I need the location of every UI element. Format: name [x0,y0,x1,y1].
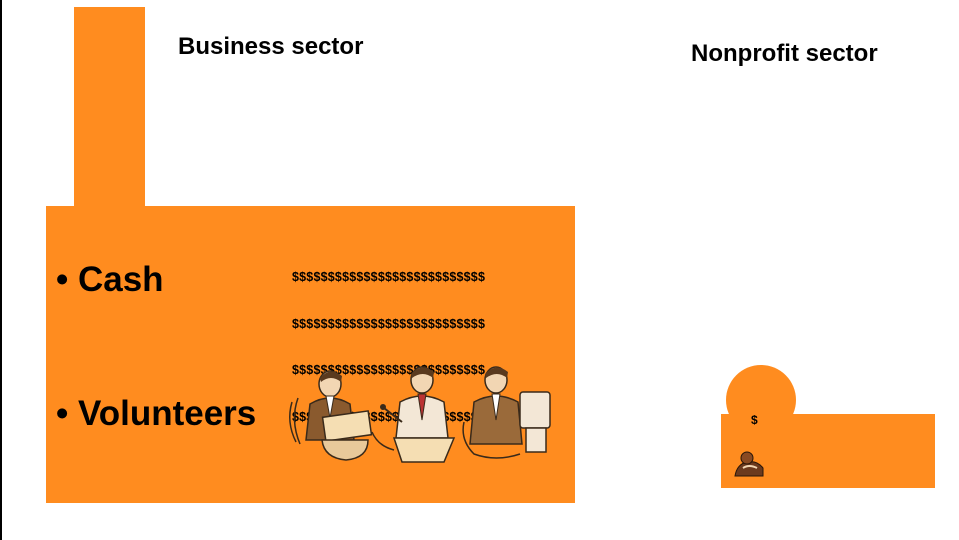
volunteer-figures [289,366,551,463]
dollar-row: $$$$$$$$$$$$$$$$$$$$$$$$$$$ [292,363,486,377]
dollar-row: $$$$$$$$$$$$$$$$$$$$$$$$$$$ [292,316,486,331]
handshake-icon [734,451,764,477]
businessman-at-computer-icon [462,366,551,459]
nonprofit-dollar: $ [751,413,758,427]
business-factory-chimney [74,7,145,207]
businessman-at-podium-icon [371,366,456,463]
volunteers-bullet: • Volunteers [56,394,257,433]
businessman-with-package-icon [289,370,373,461]
business-sector-title: Business sector [178,33,364,60]
business-factory-body [46,206,575,503]
nonprofit-sector-title: Nonprofit sector [691,40,878,67]
cash-bullet: • Cash [56,260,164,299]
left-border-line [0,0,2,540]
dollar-row: $$$$$$$$$$$$$$$$$$$$$$$$$$$ [292,270,486,284]
